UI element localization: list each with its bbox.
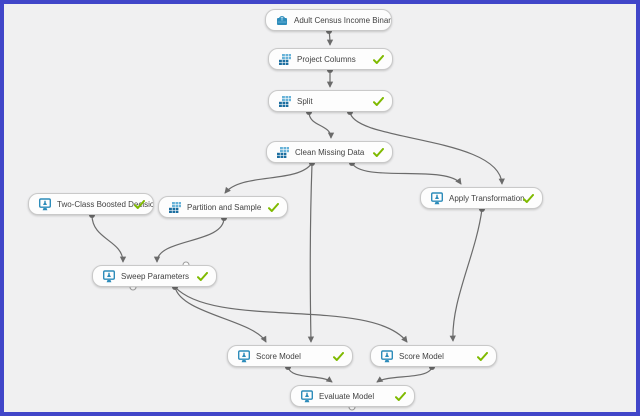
connection-split-to-apply-transformation[interactable] bbox=[349, 111, 505, 185]
experiment-canvas[interactable]: Adult Census Income Binary C... Project C… bbox=[4, 4, 636, 412]
connection-two-class-boosted-decision-tree-to-sweep-parameters[interactable] bbox=[91, 214, 127, 263]
table-icon bbox=[277, 52, 292, 66]
dataset-icon bbox=[274, 13, 289, 27]
node-dataset[interactable]: Adult Census Income Binary C... bbox=[265, 9, 392, 31]
node-label: Clean Missing Data bbox=[295, 147, 365, 157]
status-check-icon bbox=[373, 55, 384, 65]
connection-clean-missing-data-to-score-model-left[interactable] bbox=[307, 163, 315, 343]
connection-split-to-clean-missing-data[interactable] bbox=[308, 111, 335, 139]
ml-icon bbox=[429, 191, 444, 205]
status-check-icon bbox=[477, 352, 488, 362]
status-check-icon bbox=[333, 352, 344, 362]
node-label: Evaluate Model bbox=[319, 391, 375, 401]
ml-icon bbox=[379, 349, 394, 363]
status-check-icon bbox=[134, 200, 145, 210]
node-sweep-parameters[interactable]: Sweep Parameters bbox=[92, 265, 217, 287]
connection-score-model-left-to-evaluate-model[interactable] bbox=[287, 366, 333, 383]
node-label: Sweep Parameters bbox=[121, 271, 190, 281]
table-icon bbox=[167, 200, 182, 214]
node-label: Adult Census Income Binary C... bbox=[294, 15, 391, 25]
ml-icon bbox=[236, 349, 251, 363]
connection-dataset-to-project-columns[interactable] bbox=[326, 30, 334, 46]
status-check-icon bbox=[268, 203, 279, 213]
ml-icon bbox=[299, 389, 314, 403]
node-score-model-right[interactable]: Score Model bbox=[370, 345, 497, 367]
node-label: Project Columns bbox=[297, 54, 356, 64]
node-label: Score Model bbox=[256, 351, 301, 361]
node-label: Partition and Sample bbox=[187, 202, 262, 212]
node-score-model-left[interactable]: Score Model bbox=[227, 345, 353, 367]
status-check-icon bbox=[373, 97, 384, 107]
node-label: Split bbox=[297, 96, 313, 106]
status-check-icon bbox=[523, 194, 534, 204]
node-evaluate-model[interactable]: Evaluate Model bbox=[290, 385, 415, 407]
node-label: Apply Transformation bbox=[449, 193, 525, 203]
node-project-columns[interactable]: Project Columns bbox=[268, 48, 393, 70]
table-icon bbox=[275, 145, 290, 159]
node-split[interactable]: Split bbox=[268, 90, 393, 112]
node-label: Two-Class Boosted Decision T... bbox=[57, 199, 153, 209]
node-apply-transformation[interactable]: Apply Transformation bbox=[420, 187, 543, 209]
connection-partition-and-sample-to-sweep-parameters[interactable] bbox=[153, 217, 225, 263]
status-check-icon bbox=[373, 148, 384, 158]
node-partition-and-sample[interactable]: Partition and Sample bbox=[158, 196, 288, 218]
ml-icon bbox=[101, 269, 116, 283]
connection-sweep-parameters-to-score-model-right[interactable] bbox=[174, 286, 408, 343]
connection-sweep-parameters-to-score-model-left[interactable] bbox=[174, 286, 267, 343]
connection-clean-missing-data-to-apply-transformation[interactable] bbox=[351, 162, 462, 185]
node-two-class-boosted-decision-tree[interactable]: Two-Class Boosted Decision T... bbox=[28, 193, 154, 215]
node-label: Score Model bbox=[399, 351, 444, 361]
table-icon bbox=[277, 94, 292, 108]
connection-apply-transformation-to-score-model-right[interactable] bbox=[449, 208, 483, 342]
node-clean-missing-data[interactable]: Clean Missing Data bbox=[266, 141, 393, 163]
status-check-icon bbox=[197, 272, 208, 282]
ml-icon bbox=[37, 197, 52, 211]
status-check-icon bbox=[395, 392, 406, 402]
connection-score-model-right-to-evaluate-model[interactable] bbox=[376, 366, 433, 383]
connection-clean-missing-data-to-partition-and-sample[interactable] bbox=[224, 162, 313, 194]
